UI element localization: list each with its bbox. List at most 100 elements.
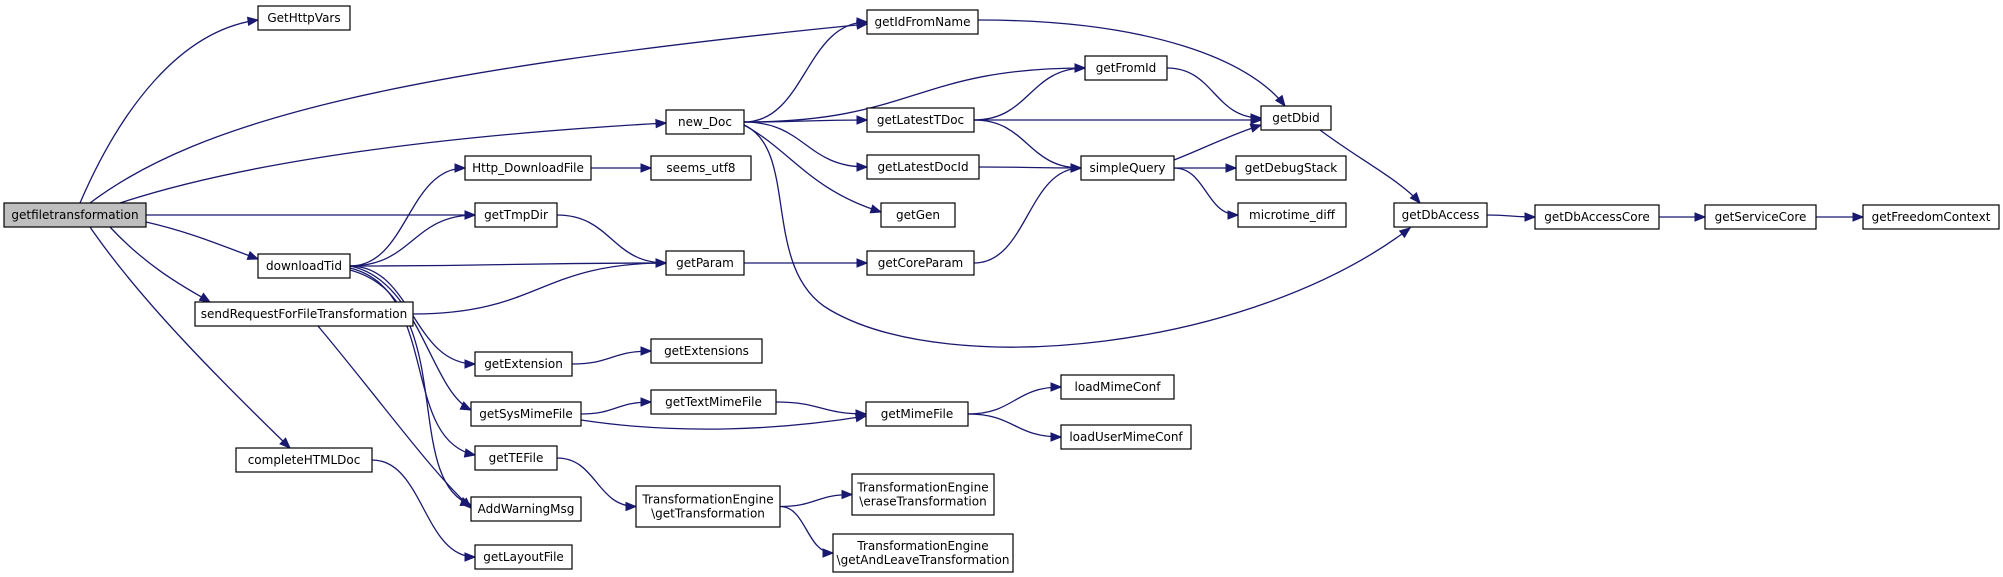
node-getfiletransformation[interactable]: getfiletransformation bbox=[3, 202, 147, 228]
node-box bbox=[650, 389, 777, 415]
node-box bbox=[1704, 204, 1817, 230]
node-getfreedomcontext[interactable]: getFreedomContext bbox=[1862, 204, 2000, 230]
edge-line bbox=[1166, 67, 1262, 119]
node-loadusermimeconf[interactable]: loadUserMimeConf bbox=[1060, 424, 1192, 450]
node-label: getExtension bbox=[484, 357, 563, 371]
edge-line bbox=[349, 167, 466, 267]
node-label: GetHttpVars bbox=[267, 11, 340, 25]
node-getandleave[interactable]: TransformationEngine\getAndLeaveTransfor… bbox=[832, 533, 1014, 573]
node-downloadtid[interactable]: downloadTid bbox=[257, 253, 351, 279]
edge-downloadTid-to-Http_DownloadFile bbox=[349, 163, 467, 267]
arrowhead bbox=[454, 163, 467, 173]
arrowhead bbox=[640, 163, 653, 173]
arrowhead bbox=[1398, 227, 1412, 239]
node-label: getGen bbox=[896, 208, 940, 222]
edge-getCoreParam-to-simpleQuery bbox=[973, 163, 1083, 264]
node-getcoreparam[interactable]: getCoreParam bbox=[866, 250, 975, 276]
node-label: loadMimeConf bbox=[1075, 380, 1162, 394]
edge-line bbox=[89, 226, 291, 449]
node-label: getSysMimeFile bbox=[479, 407, 573, 421]
edge-line bbox=[743, 119, 868, 123]
arrowhead bbox=[246, 16, 260, 27]
node-box bbox=[665, 109, 745, 135]
edge-getMimeFile-to-loadUserMimeConf bbox=[967, 413, 1063, 442]
node-label: getTextMimeFile bbox=[665, 395, 762, 409]
node-getdbaccess[interactable]: getDbAccess bbox=[1393, 202, 1488, 228]
node-gettransformation[interactable]: TransformationEngine\getTransformation bbox=[635, 485, 781, 528]
node-gettefile[interactable]: getTEFile bbox=[474, 445, 558, 471]
node-gettextmimefile[interactable]: getTextMimeFile bbox=[650, 389, 777, 415]
node-box bbox=[1862, 204, 2000, 230]
edge-getTmpDir-to-getParam bbox=[556, 214, 668, 268]
node-getlatestdocid[interactable]: getLatestDocId bbox=[866, 154, 980, 180]
node-sendrequestforfiletransformation[interactable]: sendRequestForFileTransformation bbox=[194, 301, 414, 327]
node-label: microtime_diff bbox=[1249, 208, 1336, 222]
node-microtime-diff[interactable]: microtime_diff bbox=[1237, 202, 1347, 228]
node-box bbox=[650, 155, 752, 181]
node-getfromid[interactable]: getFromId bbox=[1084, 55, 1168, 81]
nodes-layer: getfiletransformation GetHttpVars getIdFro… bbox=[3, 5, 2000, 573]
node-box bbox=[866, 9, 979, 35]
node-getextension[interactable]: getExtension bbox=[474, 351, 573, 377]
node-addwarningmsg[interactable]: AddWarningMsg bbox=[470, 496, 582, 522]
node-getparam[interactable]: getParam bbox=[665, 250, 745, 276]
node-getlayoutfile[interactable]: getLayoutFile bbox=[474, 544, 573, 570]
node-erase[interactable]: TransformationEngine\eraseTransformation bbox=[851, 473, 995, 516]
edge-line bbox=[349, 267, 476, 456]
arrowhead bbox=[1074, 63, 1087, 73]
node-seems-utf8[interactable]: seems_utf8 bbox=[650, 155, 752, 181]
node-label: getExtensions bbox=[664, 344, 749, 358]
node-label: completeHTMLDoc bbox=[248, 453, 361, 467]
node-box bbox=[1260, 105, 1332, 131]
node-label: getLatestTDoc bbox=[877, 113, 964, 127]
node-box bbox=[1235, 155, 1347, 181]
node-label: getLatestDocId bbox=[877, 160, 968, 174]
node-getextensions[interactable]: getExtensions bbox=[650, 338, 763, 364]
node-box bbox=[235, 447, 373, 473]
node-getlatesttdoc[interactable]: getLatestTDoc bbox=[866, 107, 975, 133]
arrowhead bbox=[841, 489, 854, 500]
node-box bbox=[1393, 202, 1488, 228]
edge-new_Doc-to-getGen bbox=[743, 124, 883, 214]
arrowhead bbox=[625, 501, 638, 512]
node-getmimefile[interactable]: getMimeFile bbox=[865, 401, 969, 427]
node-box bbox=[851, 473, 995, 516]
node-loadmimeconf[interactable]: loadMimeConf bbox=[1060, 374, 1175, 400]
node-getgen[interactable]: getGen bbox=[880, 202, 956, 228]
node-gettmpdir[interactable]: getTmpDir bbox=[474, 202, 558, 228]
node-getdebugstack[interactable]: getDebugStack bbox=[1235, 155, 1347, 181]
node-box bbox=[1060, 424, 1192, 450]
arrowhead bbox=[246, 250, 260, 260]
node-label: getTmpDir bbox=[484, 208, 548, 222]
edge-line bbox=[89, 23, 868, 204]
edge-getServiceCore-to-getFreedomContext bbox=[1816, 212, 1865, 222]
edge-getFromId-to-getDbid bbox=[1166, 67, 1263, 123]
node-gethttpvars[interactable]: GetHttpVars bbox=[257, 5, 351, 31]
node-getsysmimefile[interactable]: getSysMimeFile bbox=[470, 401, 582, 427]
node-simplequery[interactable]: simpleQuery bbox=[1080, 155, 1175, 181]
node-label: \getTransformation bbox=[651, 507, 765, 521]
node-label: sendRequestForFileTransformation bbox=[201, 307, 407, 321]
node-getdbid[interactable]: getDbid bbox=[1260, 105, 1332, 131]
node-new-doc[interactable]: new_Doc bbox=[665, 109, 745, 135]
arrowhead bbox=[1524, 212, 1537, 222]
node-getdbaccesscore[interactable]: getDbAccessCore bbox=[1534, 204, 1660, 230]
edge-line bbox=[349, 214, 476, 267]
node-box bbox=[865, 401, 969, 427]
node-box bbox=[474, 202, 558, 228]
arrowhead bbox=[1050, 382, 1063, 392]
edge-getfiletransformation-to-getTmpDir bbox=[146, 210, 477, 220]
node-http-downloadfile[interactable]: Http_DownloadFile bbox=[464, 155, 592, 181]
edge-line bbox=[967, 386, 1062, 415]
node-label: getDbAccessCore bbox=[1544, 210, 1649, 224]
arrowhead bbox=[1249, 123, 1263, 133]
node-label: \getAndLeaveTransformation bbox=[837, 553, 1010, 567]
node-label: TransformationEngine bbox=[856, 481, 988, 495]
arrowhead bbox=[822, 548, 835, 558]
node-completehtmldoc[interactable]: completeHTMLDoc bbox=[235, 447, 373, 473]
edges-layer bbox=[79, 16, 1865, 562]
node-getidfromname[interactable]: getIdFromName bbox=[866, 9, 979, 35]
node-box bbox=[464, 155, 592, 181]
arrowhead bbox=[1227, 210, 1240, 220]
node-getservicecore[interactable]: getServiceCore bbox=[1704, 204, 1817, 230]
